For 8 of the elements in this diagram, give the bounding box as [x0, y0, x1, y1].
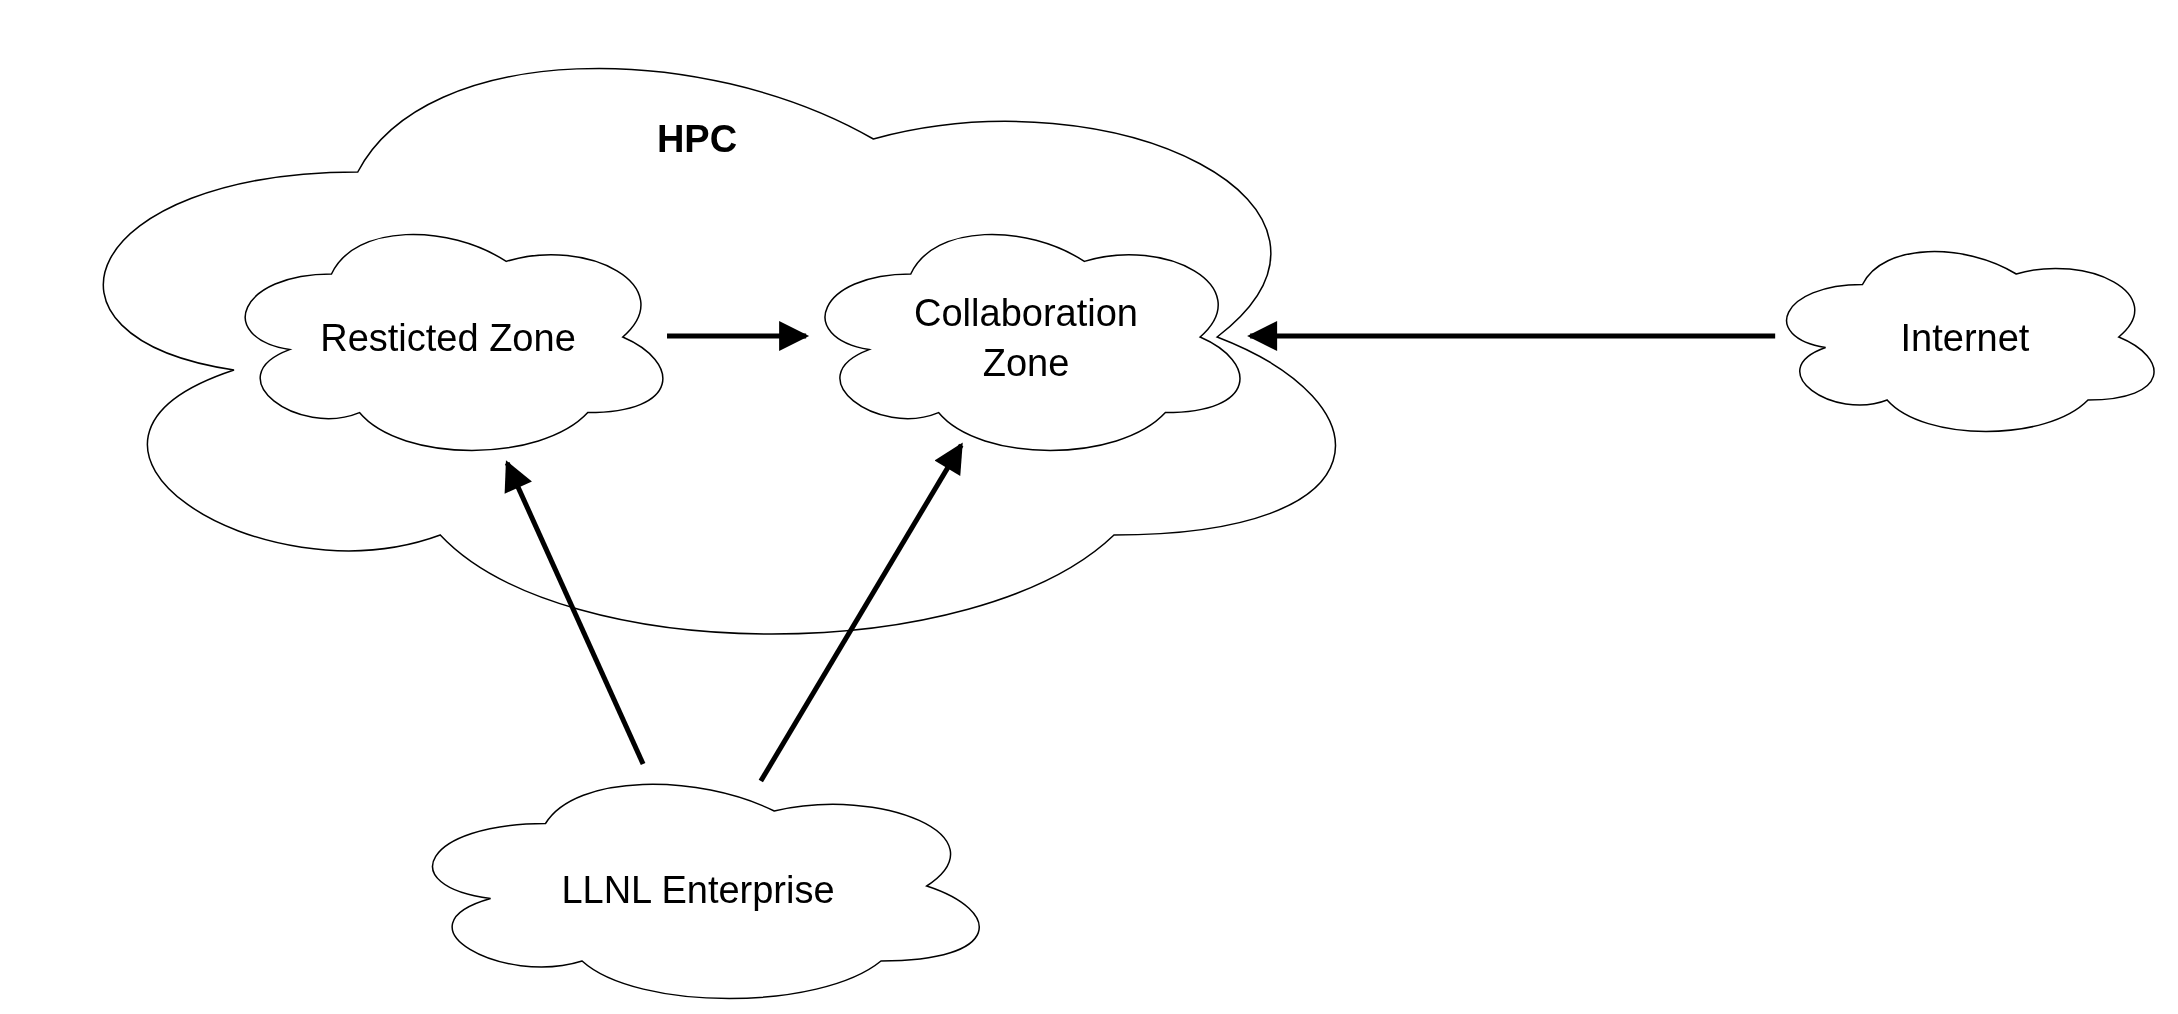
- cloud-label: LLNL Enterprise: [560, 868, 836, 913]
- cloud-label: Collaboration Zone: [913, 291, 1139, 386]
- arrow: [758, 442, 964, 783]
- cloud-label: Internet: [1899, 316, 2031, 361]
- zone-title: HPC: [655, 117, 739, 162]
- arrow: [1247, 321, 1776, 351]
- cloud-label: Resticted Zone: [319, 316, 577, 361]
- arrow: [504, 460, 646, 766]
